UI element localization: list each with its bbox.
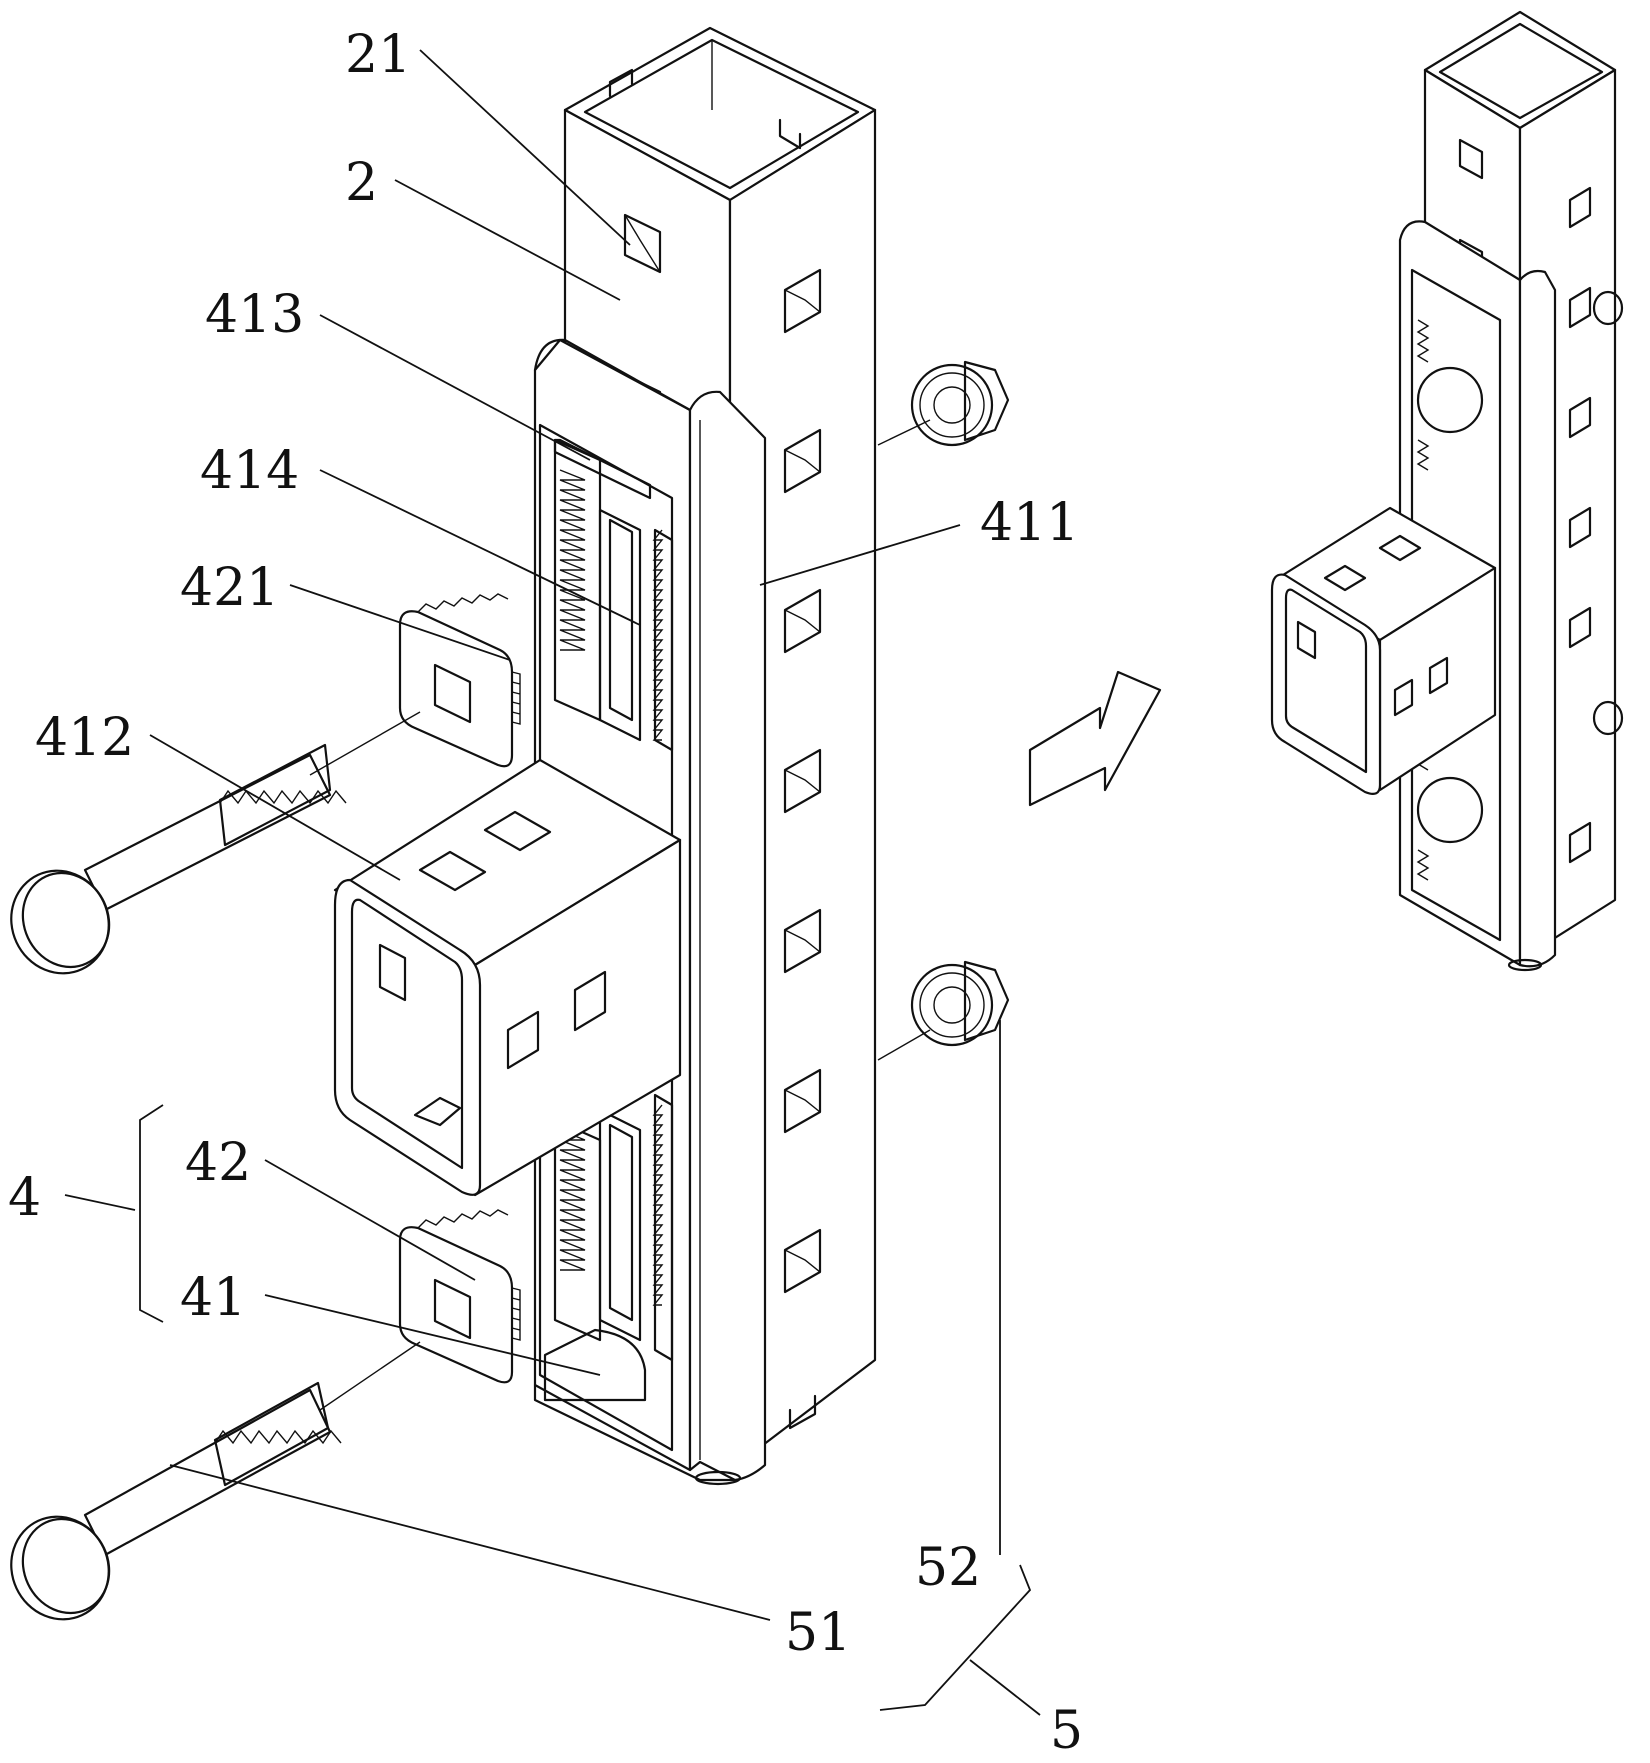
assembly-arrow [1028,670,1162,807]
label-414: 414 [200,441,299,501]
flange-nut-upper [910,360,1010,447]
carriage-bolt-upper [10,743,347,975]
label-421: 421 [180,558,279,618]
gasket-42 [398,1209,521,1384]
label-52: 52 [915,1538,981,1598]
assembled-view [1270,10,1624,972]
upper-teeth-strip [553,438,674,752]
label-51: 51 [785,1603,851,1663]
reference-labels: 21 2 413 414 421 412 411 4 42 41 51 52 5 [8,25,1083,1761]
post-front-hole [623,213,662,274]
beam-412 [333,758,682,1197]
lower-teeth-strip [543,1093,674,1402]
leader-lines [64,49,1041,1716]
label-41: 41 [180,1268,246,1328]
post-side-holes [783,268,822,1294]
carriage-bolt-lower [10,1381,342,1621]
label-413: 413 [205,285,304,345]
label-2: 2 [345,153,378,213]
label-411: 411 [980,493,1079,553]
label-42: 42 [185,1133,251,1193]
flange-nut-lower [910,960,1010,1047]
label-412: 412 [35,708,134,768]
label-21: 21 [345,25,411,85]
label-4: 4 [8,1168,41,1228]
gasket-421 [398,593,521,768]
label-5: 5 [1050,1701,1083,1758]
